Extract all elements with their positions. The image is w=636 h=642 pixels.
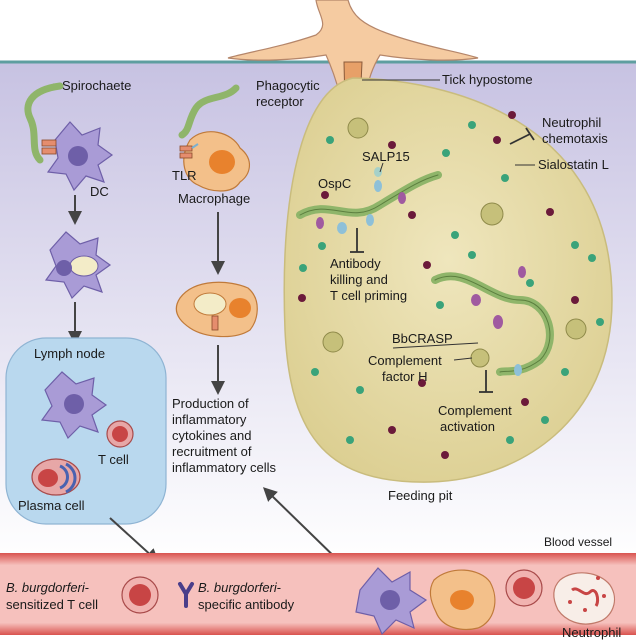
label-antibody-2: killing and xyxy=(330,272,388,287)
label-blood-vessel: Blood vessel xyxy=(544,535,612,549)
label-sensitized-1: B. burgdorferi- xyxy=(6,580,89,595)
label-neutrophil-chemotaxis-2: chemotaxis xyxy=(542,131,608,146)
label-macrophage: Macrophage xyxy=(178,191,250,206)
macrophage-icon xyxy=(429,569,496,631)
macrophage-icon xyxy=(175,281,258,338)
label-dc: DC xyxy=(90,184,109,199)
spirochaete-icon xyxy=(296,167,554,376)
label-bbcrasp: BbCRASP xyxy=(392,331,453,346)
label-complement-activation-1: Complement xyxy=(438,403,512,418)
label-salp15: SALP15 xyxy=(362,149,410,164)
plasma-cell-icon xyxy=(31,458,81,496)
label-phagocytic-2: receptor xyxy=(256,94,304,109)
t-cell-icon xyxy=(106,420,134,448)
leader-lines xyxy=(53,79,535,361)
inhibition-markers xyxy=(350,127,535,393)
label-complement-factor-1: Complement xyxy=(368,353,442,368)
macrophage-icon xyxy=(179,131,250,192)
label-production-1: Production of xyxy=(172,396,249,411)
label-feeding-pit: Feeding pit xyxy=(388,488,453,503)
label-production-4: recruitment of xyxy=(172,444,252,459)
t-cell-icon xyxy=(505,569,543,607)
label-antibody-1: Antibody xyxy=(330,256,381,271)
label-production-3: cytokines and xyxy=(172,428,252,443)
pit-molecules xyxy=(298,111,604,459)
label-ospc: OspC xyxy=(318,176,351,191)
label-production-5: inflammatory cells xyxy=(172,460,277,475)
label-specific-1: B. burgdorferi- xyxy=(198,580,281,595)
antibody-icon xyxy=(178,582,194,608)
label-sensitized-2: sensitized T cell xyxy=(6,597,98,612)
label-specific-2: specific antibody xyxy=(198,597,295,612)
dendritic-cell-icon xyxy=(41,121,114,192)
label-tick-hypostome: Tick hypostome xyxy=(442,72,533,87)
spirochaete-icon xyxy=(24,82,64,164)
label-phagocytic-1: Phagocytic xyxy=(256,78,320,93)
label-tlr: TLR xyxy=(172,168,197,183)
dendritic-cell-icon xyxy=(355,567,428,636)
t-cell-icon xyxy=(121,576,159,614)
label-t-cell: T cell xyxy=(98,452,129,467)
flow-arrow-5 xyxy=(109,517,160,563)
label-plasma-cell: Plasma cell xyxy=(18,498,85,513)
dendritic-cell-icon xyxy=(44,231,112,300)
label-complement-activation-2: activation xyxy=(440,419,495,434)
spirochaete-icon xyxy=(178,84,240,139)
lymph-node-region xyxy=(5,337,167,525)
label-antibody-3: T cell priming xyxy=(330,288,407,303)
dendritic-cell-icon xyxy=(40,371,108,440)
label-production-2: inflammatory xyxy=(172,412,247,427)
label-spirochaete: Spirochaete xyxy=(62,78,131,93)
label-complement-factor-2: factor H xyxy=(382,369,428,384)
neutrophil-icon xyxy=(553,572,615,625)
label-neutrophil: Neutrophil xyxy=(562,625,621,640)
label-sialostatin: Sialostatin L xyxy=(538,157,609,172)
label-neutrophil-chemotaxis-1: Neutrophil xyxy=(542,115,601,130)
label-lymph-node: Lymph node xyxy=(34,346,105,361)
